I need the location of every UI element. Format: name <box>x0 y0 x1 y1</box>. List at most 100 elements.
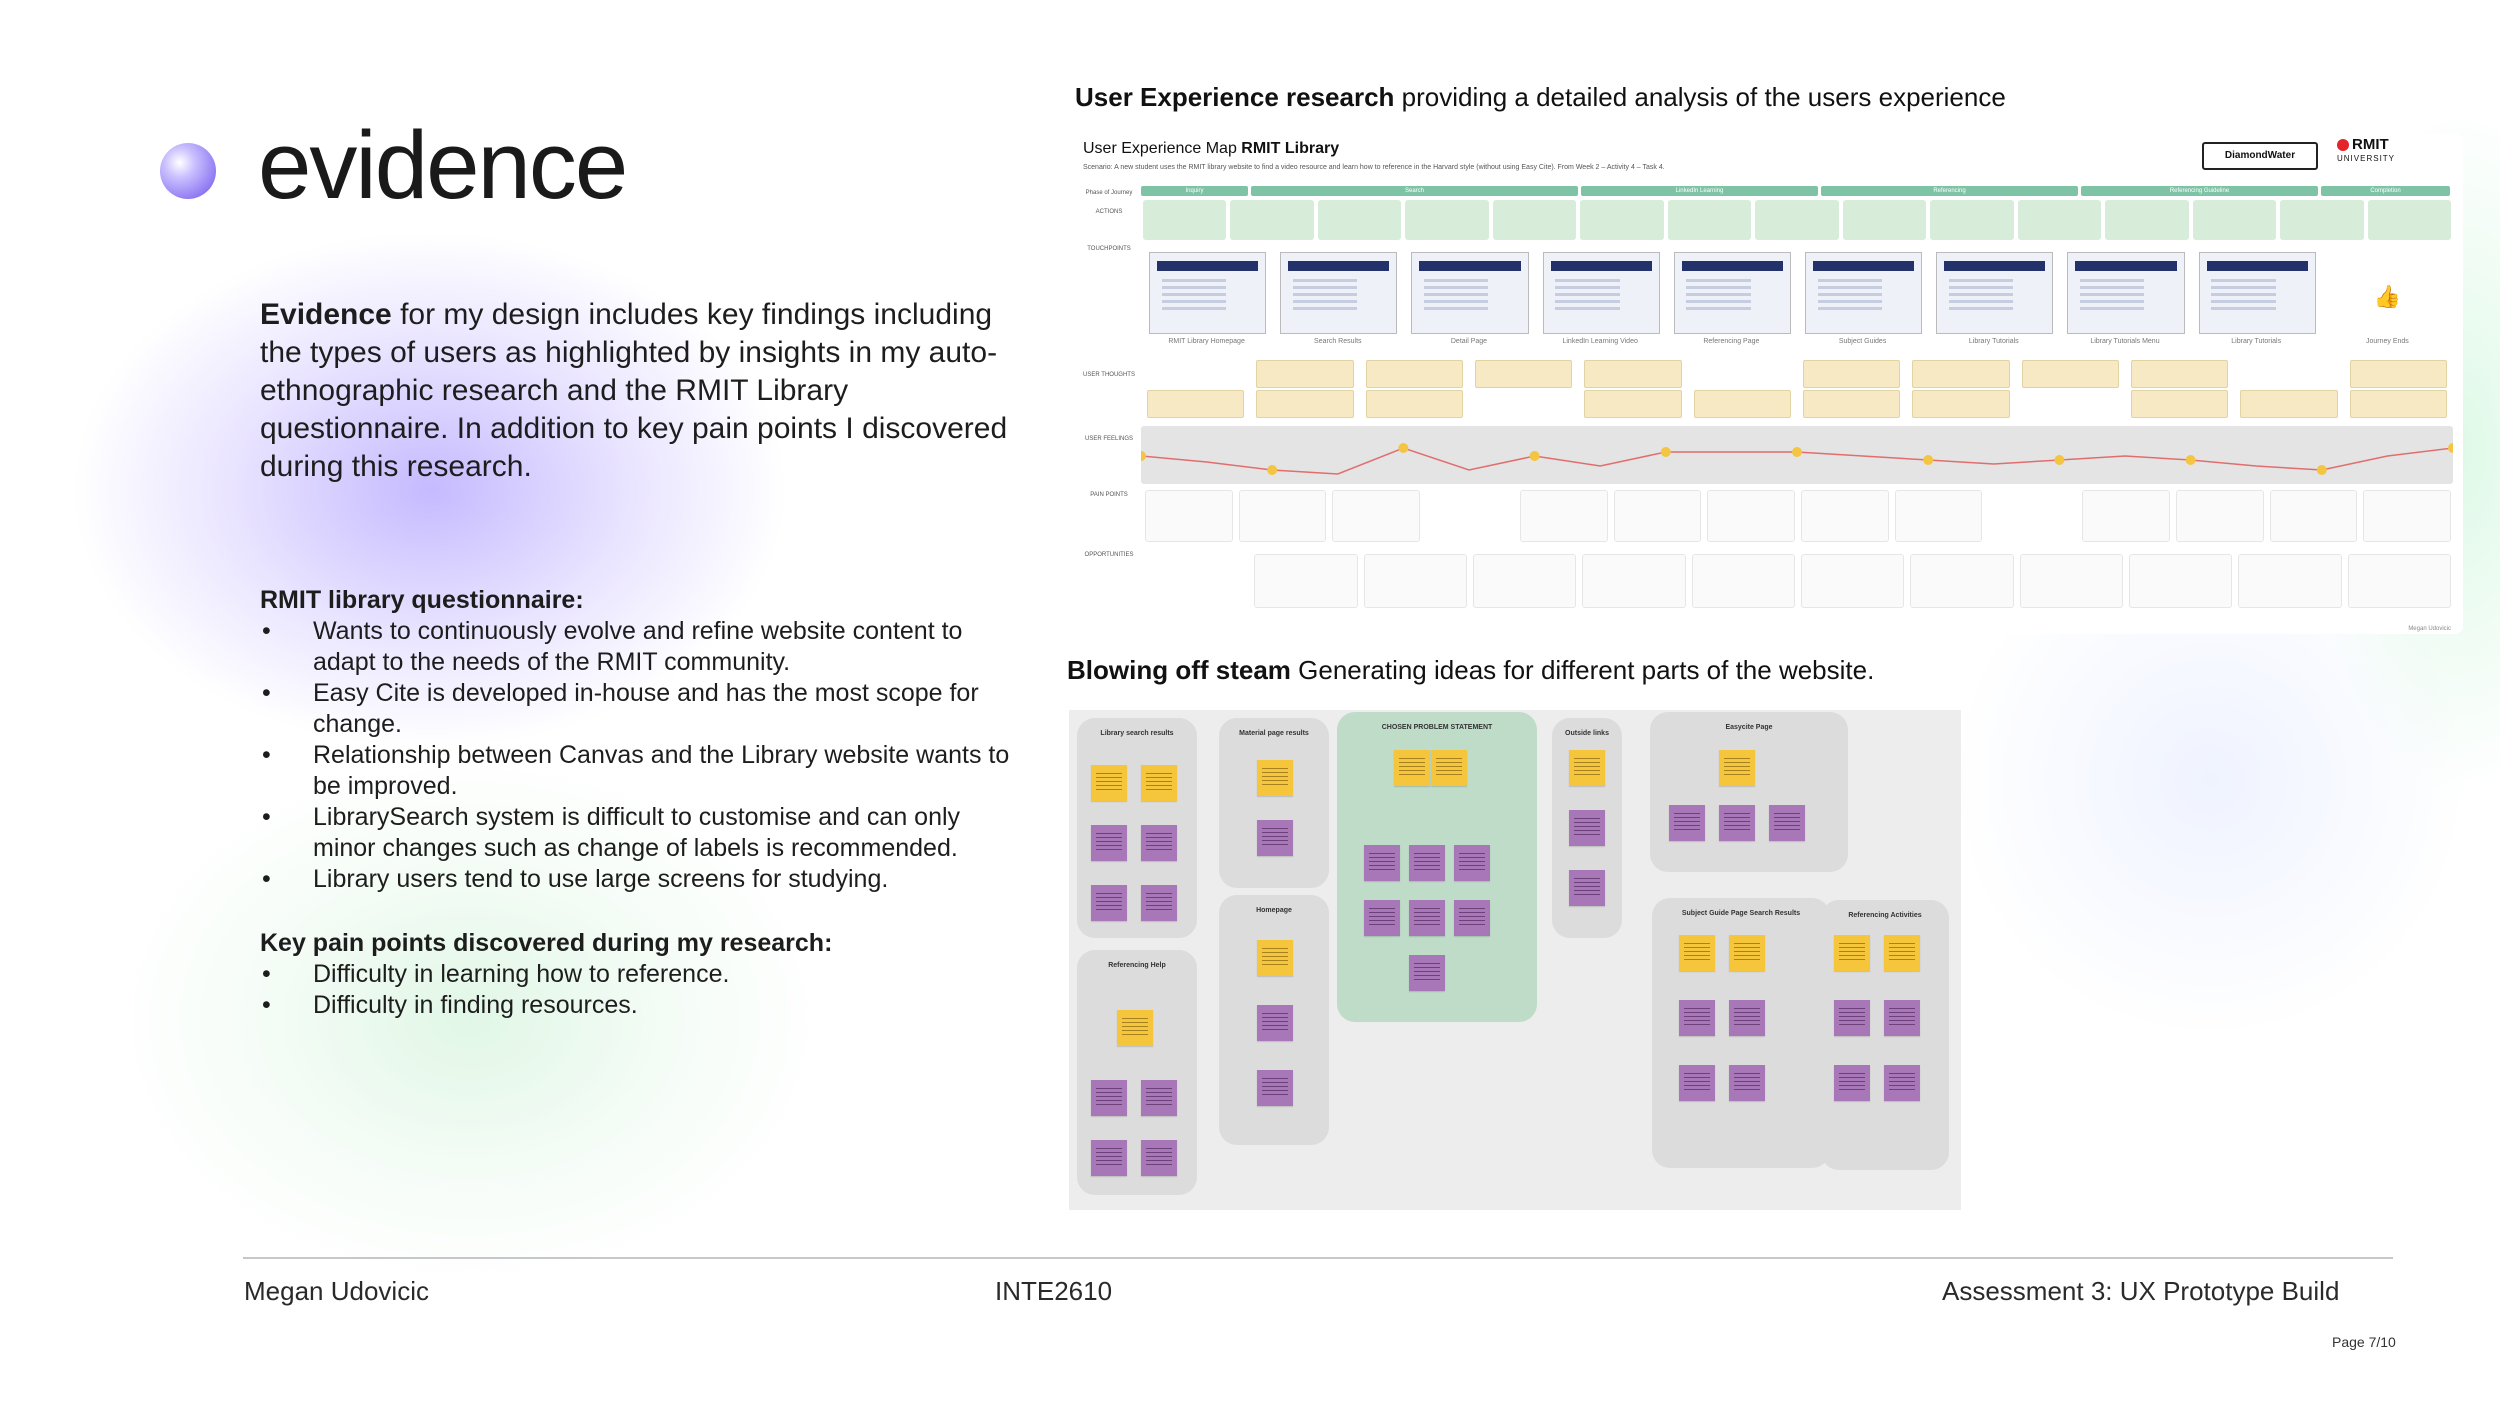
sticky-note <box>1834 1065 1870 1101</box>
sticky-note-text-lines <box>1414 963 1440 983</box>
map-opportunity-cell <box>1910 554 2014 608</box>
map-action-cell <box>2192 200 2277 240</box>
sticky-note <box>1141 1140 1177 1176</box>
map-opportunity-cell <box>2019 554 2123 608</box>
sticky-note-text-lines <box>1889 943 1915 963</box>
map-thought-note <box>2349 360 2447 388</box>
steam-section-heading: Blowing off steam Generating ideas for d… <box>1067 655 1874 686</box>
sticky-note <box>1409 845 1445 881</box>
sticky-note-text-lines <box>1724 758 1750 778</box>
map-pain-point-cell <box>1145 490 1233 542</box>
map-pain-point-cell <box>1519 490 1608 542</box>
sticky-note <box>1679 935 1715 971</box>
map-touchpoint-screenshot <box>2198 252 2316 334</box>
map-title-bold: RMIT Library <box>1241 140 1340 157</box>
sticky-note <box>1091 765 1127 801</box>
map-touchpoint-label: Journey Ends <box>2365 338 2409 345</box>
sticky-note-text-lines <box>1146 1148 1172 1168</box>
sticky-note-text-lines <box>1414 853 1440 873</box>
pain-points-heading: Key pain points discovered during my res… <box>260 929 833 957</box>
map-row-label: OPPORTUNITIES <box>1084 552 1134 558</box>
sticky-note-text-lines <box>1684 1008 1710 1028</box>
map-action-cell <box>2017 200 2102 240</box>
sticky-note-text-lines <box>1096 773 1122 793</box>
map-opportunity-cell <box>1473 554 1577 608</box>
map-action-cell <box>1930 200 2014 240</box>
map-action-cell <box>1842 200 1927 240</box>
sticky-note <box>1884 1000 1920 1036</box>
map-touchpoint-label: RMIT Library Homepage <box>1168 338 1245 345</box>
sticky-note-text-lines <box>1684 943 1710 963</box>
map-opportunity-cell <box>2238 554 2342 608</box>
sticky-note <box>1091 825 1127 861</box>
sticky-note <box>1257 940 1293 976</box>
sticky-note-text-lines <box>1369 908 1395 928</box>
map-row-label: TOUCHPOINTS <box>1087 246 1131 252</box>
sticky-note <box>1454 845 1490 881</box>
sticky-note <box>1729 935 1765 971</box>
map-action-cell <box>1667 200 1752 240</box>
map-pain-point-cell <box>2175 490 2264 542</box>
sticky-note <box>1394 750 1430 786</box>
board-cluster: Referencing Help <box>1077 950 1197 1195</box>
board-cluster: Easycite Page <box>1650 712 1848 872</box>
map-opportunity-cell <box>2129 554 2233 608</box>
board-cluster-title: Subject Guide Page Search Results <box>1681 910 1801 917</box>
map-phase-label: Inquiry <box>1141 186 1248 196</box>
map-thought-note <box>2131 390 2229 418</box>
sticky-note <box>1257 1070 1293 1106</box>
sticky-note-text-lines <box>1889 1008 1915 1028</box>
map-opportunity-cell <box>1363 554 1467 608</box>
sticky-note-text-lines <box>1839 1008 1865 1028</box>
list-item: Library users tend to use large screens … <box>260 864 1020 895</box>
sticky-note-text-lines <box>1734 1073 1760 1093</box>
sticky-note-text-lines <box>1122 1018 1148 1038</box>
sticky-note-text-lines <box>1096 1088 1122 1108</box>
board-cluster: Material page results <box>1219 718 1329 888</box>
map-pain-point-cell <box>1238 490 1327 542</box>
sticky-note <box>1409 900 1445 936</box>
questionnaire-heading: RMIT library questionnaire: <box>260 586 584 614</box>
sticky-note-text-lines <box>1839 943 1865 963</box>
map-pain-point-cell <box>2363 490 2451 542</box>
sticky-note-text-lines <box>1839 1073 1865 1093</box>
map-thought-note <box>1584 390 1682 418</box>
map-title-prefix: User Experience Map <box>1083 140 1242 157</box>
sticky-note <box>1091 1080 1127 1116</box>
sticky-note-text-lines <box>1459 853 1485 873</box>
map-pain-point-cell <box>1894 490 1983 542</box>
sticky-note <box>1117 1010 1153 1046</box>
map-action-cell <box>1580 200 1664 240</box>
sticky-note-text-lines <box>1574 818 1600 838</box>
map-action-cell <box>2105 200 2189 240</box>
rmit-logo-text: RMIT <box>2352 136 2389 153</box>
map-thought-note <box>1803 360 1901 388</box>
sticky-note <box>1257 1005 1293 1041</box>
sticky-note <box>1679 1000 1715 1036</box>
ux-map-image: User Experience Map RMIT Library Scenari… <box>1075 134 2463 634</box>
map-thought-note <box>1256 390 1354 418</box>
footer-author: Megan Udovicic <box>244 1276 429 1306</box>
map-action-cell <box>1492 200 1577 240</box>
map-action-cell <box>1755 200 1839 240</box>
map-pain-point-cell <box>1332 490 1421 542</box>
steam-heading-rest: Generating ideas for different parts of … <box>1290 655 1875 685</box>
map-phase-label: LinkedIn Learning <box>1581 186 1818 196</box>
map-thought-note <box>1912 390 2010 418</box>
map-phase-label: Search <box>1251 186 1578 196</box>
page-number: Page 7/10 <box>2332 1334 2396 1350</box>
board-cluster-title: Easycite Page <box>1725 724 1773 731</box>
map-opportunity-cell <box>1254 554 1358 608</box>
diamondwater-logo: DiamondWater <box>2202 142 2318 170</box>
map-touchpoint-label: Subject Guides <box>1838 338 1887 345</box>
map-opportunity-cell <box>1801 554 1905 608</box>
map-thought-note <box>2240 390 2338 418</box>
map-opportunity-cell <box>2347 554 2451 608</box>
sticky-note-text-lines <box>1734 943 1760 963</box>
map-credit: Megan Udovicic <box>2408 626 2451 632</box>
map-row-label: PAIN POINTS <box>1090 492 1128 498</box>
map-scenario: Scenario: A new student uses the RMIT li… <box>1083 164 1665 171</box>
sticky-note-text-lines <box>1096 833 1122 853</box>
